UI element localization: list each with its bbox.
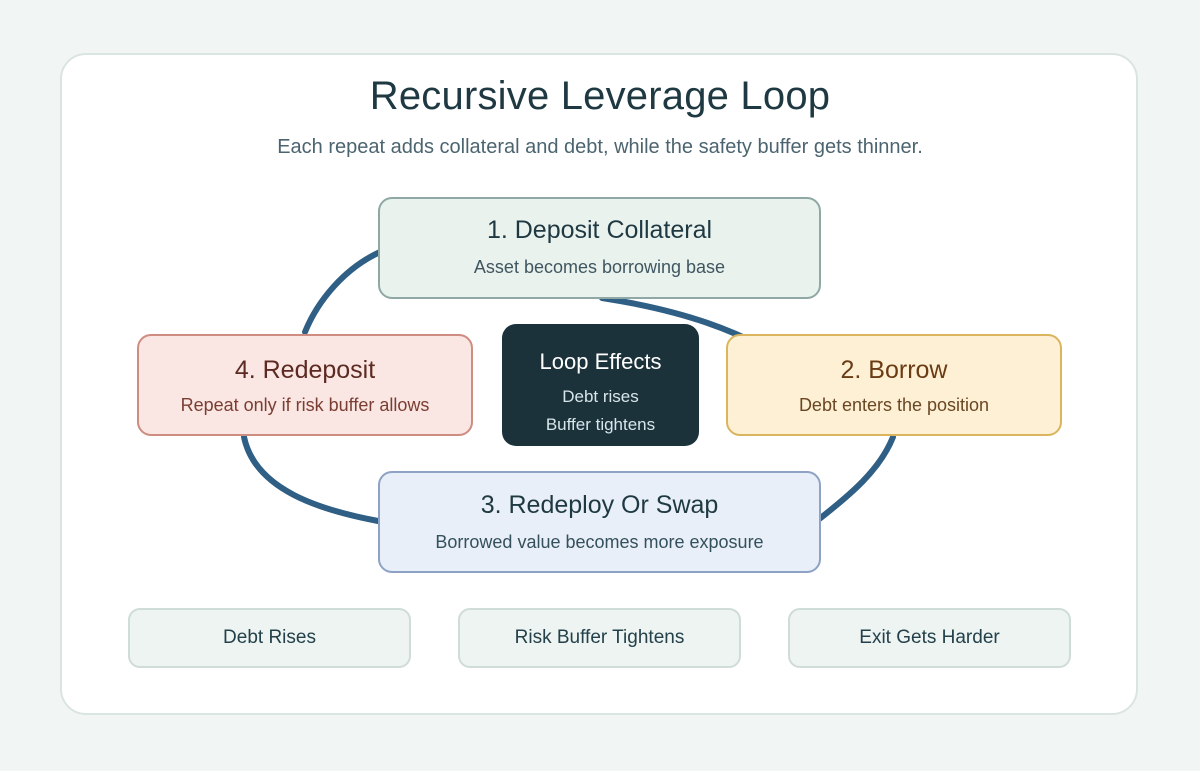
step-description: Borrowed value becomes more exposure [435, 532, 764, 552]
step-redeposit: 4. Redeposit Repeat only if risk buffer … [137, 334, 473, 436]
outcome-risk-buffer-tightens: Risk Buffer Tightens [458, 608, 741, 668]
step-title: 3. Redeploy Or Swap [480, 491, 719, 519]
loop-effect-line: Buffer tightens [545, 415, 656, 434]
diagram-title: Recursive Leverage Loop [369, 74, 831, 118]
step-description: Asset becomes borrowing base [473, 257, 726, 277]
outcome-debt-rises: Debt Rises [128, 608, 411, 668]
diagram-subtitle: Each repeat adds collateral and debt, wh… [277, 136, 923, 158]
loop-effects-title: Loop Effects [539, 349, 662, 374]
step-description: Debt enters the position [798, 395, 990, 415]
step-redeploy-or-swap: 3. Redeploy Or Swap Borrowed value becom… [378, 471, 821, 573]
step-description: Repeat only if risk buffer allows [180, 395, 430, 415]
loop-effect-line: Debt rises [562, 387, 639, 406]
loop-effects-box: Loop Effects Debt rises Buffer tightens [502, 324, 699, 446]
step-title: 4. Redeposit [234, 356, 376, 384]
step-title: 1. Deposit Collateral [486, 216, 713, 244]
outcome-exit-gets-harder: Exit Gets Harder [788, 608, 1071, 668]
step-deposit-collateral: 1. Deposit Collateral Asset becomes borr… [378, 197, 821, 299]
step-borrow: 2. Borrow Debt enters the position [726, 334, 1062, 436]
step-title: 2. Borrow [840, 356, 948, 384]
